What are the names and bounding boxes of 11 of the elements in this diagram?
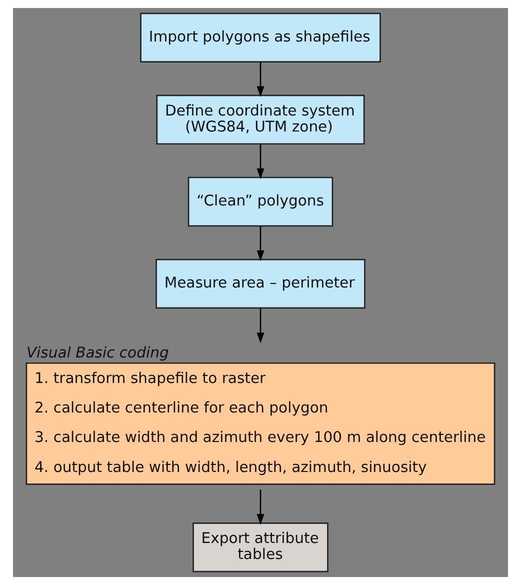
node-label: Visual Basic coding [26, 344, 169, 362]
arrow [256, 62, 264, 98]
arrow [256, 490, 264, 525]
node-box: Measure area – perimeter [156, 258, 366, 309]
node-box: Import polygons as shapefiles [140, 12, 381, 62]
arrow [256, 226, 264, 262]
arrow [256, 144, 264, 180]
node-box: Export attribute tables [192, 522, 328, 572]
arrow [256, 308, 264, 344]
node-box: “Clean” polygons [188, 176, 334, 227]
node-box: Define coordinate system (WGS84, UTM zone) [156, 94, 365, 145]
